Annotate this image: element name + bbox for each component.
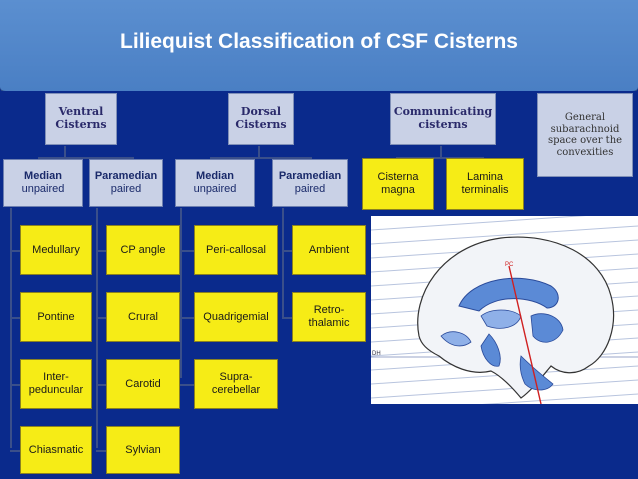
dorsal-median-sublabel: unpaired [193, 183, 237, 195]
sylvian-box: Sylvian [106, 426, 180, 474]
connector [180, 208, 182, 378]
ventral-cisterns-box: Ventral Cisterns [45, 93, 117, 145]
dorsal-cisterns-box: Dorsal Cisterns [228, 93, 294, 145]
ventral-median-label: Median [24, 170, 62, 183]
cp-angle-box: CP angle [106, 225, 180, 275]
dorsal-median-label: Median [196, 170, 234, 183]
connector [258, 146, 260, 158]
cisterna-magna-box: Cisterna magna [362, 158, 434, 210]
dh-label: DH [372, 351, 381, 357]
dorsal-paramedian-sublabel: paired [294, 183, 326, 195]
slide-title: Liliequist Classification of CSF Cistern… [120, 30, 518, 53]
title-bar: Liliequist Classification of CSF Cistern… [0, 0, 638, 93]
dorsal-paramedian-box: Paramedian paired [272, 159, 348, 207]
connector [38, 157, 134, 159]
carotid-box: Carotid [106, 359, 180, 409]
brain-sagittal-image: PC DH [371, 216, 638, 404]
brain-diagram-svg: PC DH [371, 216, 638, 404]
pericallosal-box: Peri-callosal [194, 225, 278, 275]
ventral-median-sublabel: unpaired [21, 183, 65, 195]
ventral-paramedian-box: Paramedian paired [89, 159, 163, 207]
crural-box: Crural [106, 292, 180, 342]
connector [96, 208, 98, 448]
interpeduncular-box: Inter-peduncular [20, 359, 92, 409]
connector [64, 146, 66, 158]
connector [10, 208, 12, 448]
chiasmatic-box: Chiasmatic [20, 426, 92, 474]
ventral-paramedian-label: Paramedian [94, 170, 158, 183]
quadrigemial-box: Quadrigemial [194, 292, 278, 342]
ambient-box: Ambient [292, 225, 366, 275]
connector [440, 146, 442, 158]
pc-label: PC [505, 262, 514, 268]
ventral-paramedian-sublabel: paired [110, 183, 142, 195]
communicating-cisterns-box: Communicating cisterns [390, 93, 496, 145]
medullary-box: Medullary [20, 225, 92, 275]
retrothalamic-box: Retro-thalamic [292, 292, 366, 342]
connector [210, 157, 312, 159]
lamina-terminalis-box: Lamina terminalis [446, 158, 524, 210]
connector [396, 157, 484, 159]
general-subarachnoid-box: General subarachnoid space over the conv… [537, 93, 633, 177]
ventral-median-box: Median unpaired [3, 159, 83, 207]
supracerebellar-box: Supra-cerebellar [194, 359, 278, 409]
pontine-box: Pontine [20, 292, 92, 342]
connector [282, 208, 284, 318]
dorsal-paramedian-label: Paramedian [278, 170, 342, 183]
dorsal-median-box: Median unpaired [175, 159, 255, 207]
